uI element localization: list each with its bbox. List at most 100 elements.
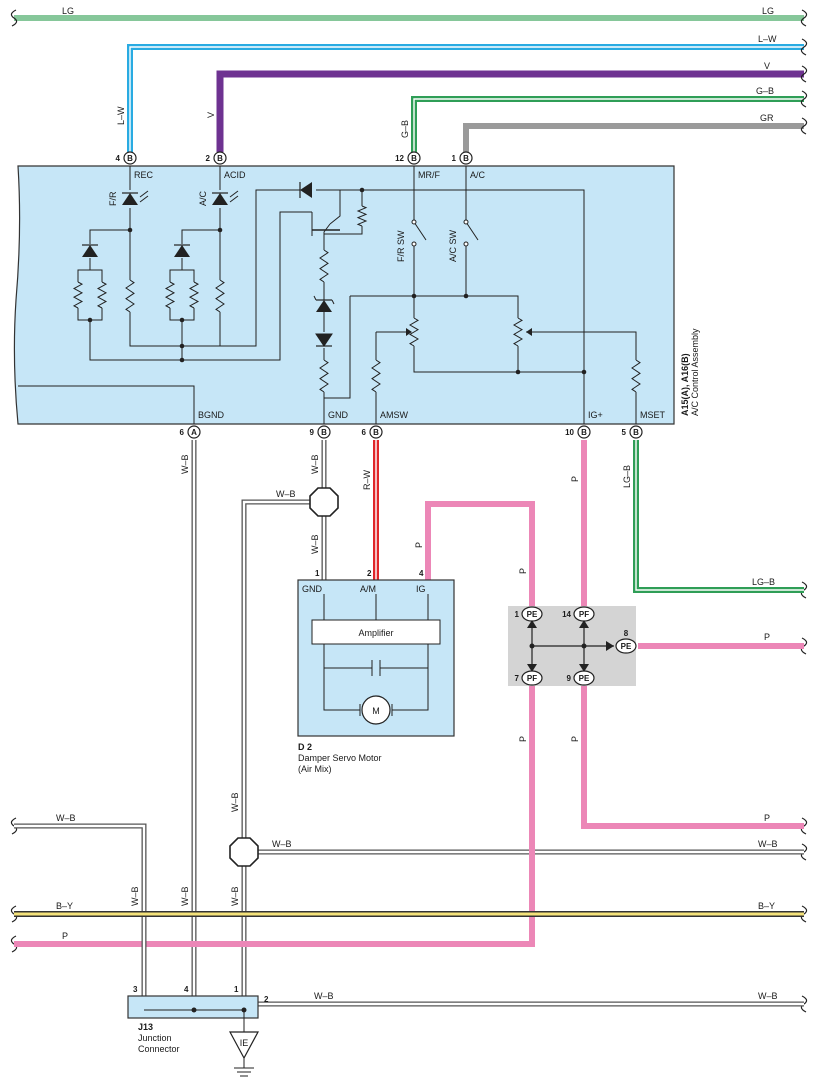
control-pin-top-num: 4	[116, 154, 121, 163]
wire-gb: G–B G–B	[400, 86, 804, 152]
resistor-icon	[164, 281, 176, 309]
junction-pe-pin-num: 8	[624, 629, 629, 638]
junction-dot	[411, 293, 417, 299]
wire-break-right	[800, 90, 808, 108]
wire-label-wb-j3: W–B	[130, 886, 140, 906]
control-pin-top-num: 2	[206, 154, 211, 163]
junction-pe-pin-conn: PF	[579, 610, 589, 619]
diode-acid-icon	[174, 245, 190, 257]
control-pin-top-label: ACID	[224, 170, 246, 180]
control-pin-top-0: B	[123, 151, 137, 165]
junction-dot	[127, 227, 133, 233]
control-pin-bottom-num: 6	[180, 428, 185, 437]
resistor-icon	[356, 205, 368, 227]
switch-ac-label: A/C SW	[448, 229, 458, 262]
junction-dot	[179, 317, 185, 323]
control-pin-bottom-1: B	[317, 425, 331, 439]
junction-pe-pin-num: 7	[515, 674, 520, 683]
wire-p-igplus: P P P	[570, 440, 804, 829]
servo-pin-label-gnd: GND	[302, 584, 323, 594]
junction-dot	[217, 227, 223, 233]
motor-symbol: M	[372, 706, 380, 716]
switch-contact	[411, 219, 417, 225]
j13-pin-3: 3	[133, 985, 138, 994]
potentiometer-icon	[409, 317, 419, 347]
junction-dot	[463, 293, 469, 299]
damper-servo-motor: Amplifier M GND A/M IG 1 2 4 D 2 Damper …	[297, 569, 455, 774]
wire-label-lg-right: LG	[762, 6, 774, 16]
control-pin-bottom-num: 9	[310, 428, 315, 437]
wire-break-right	[800, 9, 808, 27]
wire-label-p-ig: P	[414, 542, 424, 548]
wire-p-pe8: P	[638, 632, 804, 649]
wire-breaks-left	[10, 9, 18, 953]
control-title: A15(A), A16(B)	[680, 353, 690, 416]
control-pin-bottom-num: 10	[565, 428, 574, 437]
wire-label-wb-mid: W–B	[230, 792, 240, 812]
wire-rw: R–W	[362, 440, 379, 582]
resistor-icon	[319, 249, 329, 283]
zener-diode-icon	[316, 300, 332, 312]
wire-lg-top: LG LG	[14, 6, 804, 21]
j13-pin-4: 4	[184, 985, 189, 994]
junction-pe-pin-num: 9	[567, 674, 572, 683]
switch-contact	[463, 219, 469, 225]
control-pin-bottom-label: IG+	[588, 410, 603, 420]
led-ac-icon	[212, 193, 228, 205]
servo-name: Damper Servo Motor	[298, 753, 382, 763]
wire-label-lg-left: LG	[62, 6, 74, 16]
junction-dot	[359, 187, 365, 193]
wire-label-p-pe1: P	[518, 568, 528, 574]
junction-dot	[179, 357, 185, 363]
wire-label-v-vert: V	[206, 112, 216, 118]
control-pin-bottom-label: MSET	[640, 410, 666, 420]
wire-label-wb-mid-h: W–B	[272, 839, 292, 849]
control-pin-bottom-4: B	[629, 425, 643, 439]
control-pin-top-num: 1	[452, 154, 457, 163]
control-pin-bottom-label: GND	[328, 410, 349, 420]
servo-sub: (Air Mix)	[298, 764, 332, 774]
resistor-icon	[215, 279, 225, 313]
wire-p-ig: P P P P	[14, 501, 535, 947]
control-pin-top-3: B	[459, 151, 473, 165]
wire-wb-left: W–B W–B	[14, 813, 147, 1010]
resistor-icon	[125, 279, 135, 313]
zener-bar-tips	[313, 295, 335, 305]
junction-pe-pin-7: PF 7	[515, 670, 543, 686]
control-pin-top-0-conn: B	[127, 154, 133, 163]
control-pin-bottom-3-conn: B	[581, 428, 587, 437]
control-pin-top-label: REC	[134, 170, 154, 180]
wire-label-v-right: V	[764, 61, 770, 71]
junction-pe-pin-9: PE 9	[567, 670, 595, 686]
wire-break-right	[800, 65, 808, 83]
junction-dot	[179, 343, 185, 349]
wire-label-rw: R–W	[362, 469, 372, 490]
control-pin-top-label: MR/F	[418, 170, 440, 180]
resistor-icon	[371, 359, 381, 393]
wire-label-by-right: B–Y	[758, 901, 775, 911]
junction-pe-pin-num: 1	[515, 610, 520, 619]
j13-name: Junction	[138, 1033, 172, 1043]
wire-label-lgb-vert: LG–B	[622, 465, 632, 488]
splice-upper	[309, 487, 339, 517]
junction-dot	[515, 369, 521, 375]
resistor-icon	[96, 281, 108, 309]
junction-pe-pin-8: PE8	[615, 629, 637, 654]
potentiometer-icon	[513, 317, 523, 347]
junction-pe-pin-conn: PF	[527, 674, 537, 683]
led-fr-icon	[122, 193, 138, 205]
control-pin-top-label: A/C	[470, 170, 486, 180]
wire-label-wb-left: W–B	[56, 813, 76, 823]
junction-pe-pin-conn: PE	[579, 674, 590, 683]
wire-label-wb-bottom-left: W–B	[314, 991, 334, 1001]
wire-label-lgb-right: LG–B	[752, 577, 775, 587]
junction-dot	[581, 369, 587, 375]
wire-label-lw-right: L–W	[758, 34, 777, 44]
wire-break-right	[800, 117, 808, 135]
control-pin-bottom-2: B	[369, 425, 383, 439]
wire-label-p-left: P	[62, 931, 68, 941]
